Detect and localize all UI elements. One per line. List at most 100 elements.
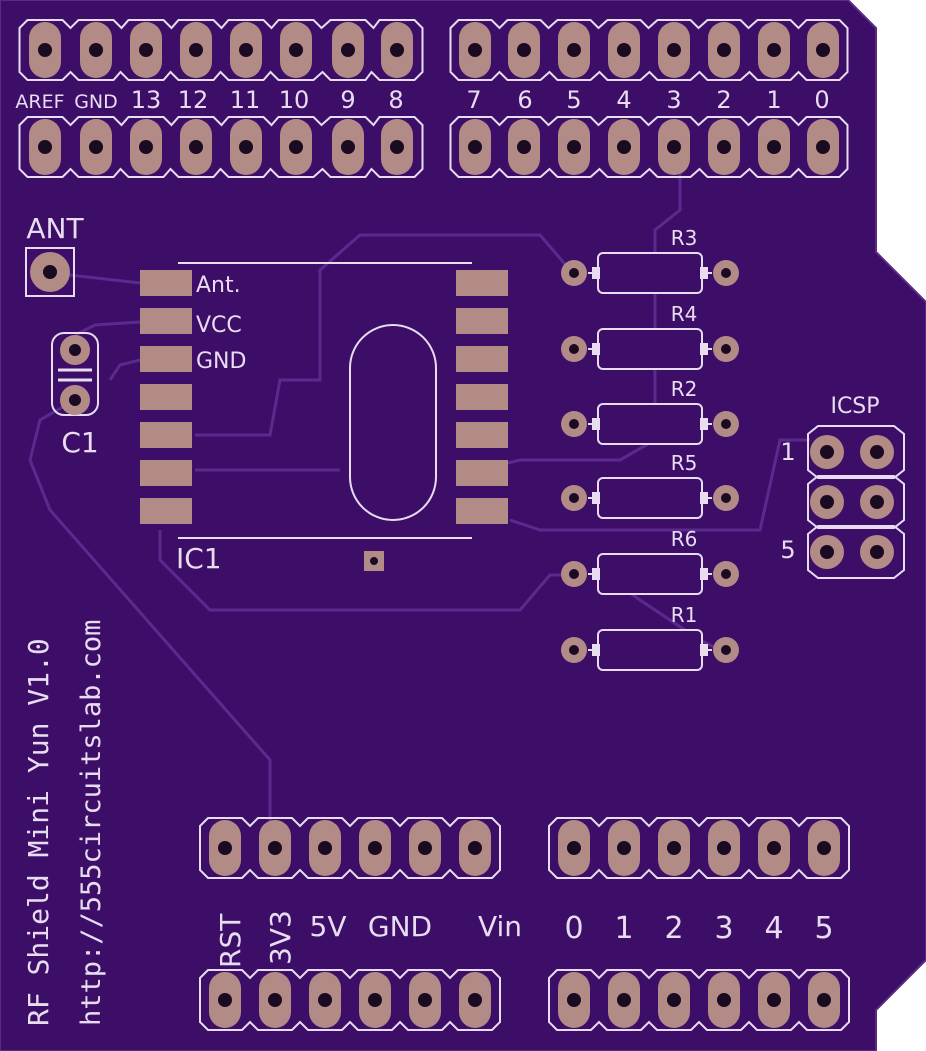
ic-pad-right[interactable]: [456, 498, 508, 524]
header-top-left-outer: [18, 19, 424, 81]
pin-pad[interactable]: [708, 119, 740, 175]
ic-pad-right[interactable]: [456, 384, 508, 410]
ic-pad-left[interactable]: [140, 498, 192, 524]
label-13: 13: [131, 86, 162, 114]
pin-pad[interactable]: [80, 22, 112, 78]
pin-pad[interactable]: [130, 119, 162, 175]
pin-pad[interactable]: [658, 119, 690, 175]
pin-pad[interactable]: [658, 22, 690, 78]
pin-pad[interactable]: [807, 22, 839, 78]
resistor-footprint[interactable]: R2: [561, 377, 739, 445]
ic-pad-right[interactable]: [456, 460, 508, 486]
pin-pad[interactable]: [810, 535, 844, 569]
pin-pad[interactable]: [259, 820, 291, 876]
pin-pad[interactable]: [381, 119, 413, 175]
pin-pad[interactable]: [29, 119, 61, 175]
pin-pad[interactable]: [860, 435, 894, 469]
pin-pad[interactable]: [658, 972, 690, 1028]
pin-pad[interactable]: [381, 22, 413, 78]
label-a0: 0: [564, 911, 583, 946]
pin-pad[interactable]: [860, 485, 894, 519]
pin-pad[interactable]: [409, 972, 441, 1028]
board-url: http://555circuitslab.com: [76, 620, 107, 1026]
pin-pad[interactable]: [180, 119, 212, 175]
pin-pad[interactable]: [658, 820, 690, 876]
pin-pad[interactable]: [209, 972, 241, 1028]
ic-pad-right[interactable]: [456, 422, 508, 448]
pin-pad[interactable]: [80, 119, 112, 175]
pin-pad[interactable]: [309, 972, 341, 1028]
label-9: 9: [340, 86, 355, 114]
pin-pad[interactable]: [758, 119, 790, 175]
pin-pad[interactable]: [758, 22, 790, 78]
pin-pad[interactable]: [758, 972, 790, 1028]
pin-pad[interactable]: [708, 972, 740, 1028]
pin-pad[interactable]: [180, 22, 212, 78]
ic-pad-left[interactable]: [140, 460, 192, 486]
pin-pad[interactable]: [808, 820, 840, 876]
pin-pad[interactable]: [758, 820, 790, 876]
ic-pad-left[interactable]: [140, 422, 192, 448]
label-7: 7: [466, 86, 481, 114]
ic-pad-right[interactable]: [456, 270, 508, 296]
pin-pad[interactable]: [608, 22, 640, 78]
header-bottom-analog-outer: [548, 969, 850, 1031]
resistor-footprint[interactable]: R4: [561, 302, 739, 370]
pin-pad[interactable]: [409, 820, 441, 876]
pin-pad[interactable]: [810, 435, 844, 469]
pin-pad[interactable]: [459, 820, 491, 876]
pin-pad[interactable]: [29, 22, 61, 78]
pin-pad[interactable]: [332, 22, 364, 78]
top-right-labels: 7 6 5 4 3 2 1 0: [466, 86, 829, 114]
label-5: 5: [566, 86, 581, 114]
pin-pad[interactable]: [359, 972, 391, 1028]
header-bottom-power-inner: [199, 817, 501, 879]
resistor-label: R1: [671, 603, 698, 627]
ic-pad-left[interactable]: [140, 308, 192, 334]
label-10: 10: [279, 86, 310, 114]
pin-pad[interactable]: [558, 22, 590, 78]
pin-pad[interactable]: [708, 820, 740, 876]
c1-label: C1: [61, 426, 98, 459]
capacitor-c1[interactable]: [51, 332, 99, 416]
icsp-pin1-label: 1: [780, 438, 795, 466]
resistor-footprint[interactable]: R5: [561, 451, 739, 519]
resistor-footprint[interactable]: R1: [561, 603, 739, 671]
ic-pad-left[interactable]: [140, 384, 192, 410]
pin-pad[interactable]: [608, 972, 640, 1028]
pin-pad[interactable]: [608, 119, 640, 175]
pin-pad[interactable]: [508, 119, 540, 175]
pin-pad[interactable]: [230, 22, 262, 78]
resistor-footprint[interactable]: R6: [561, 527, 739, 595]
pin-pad[interactable]: [359, 820, 391, 876]
pin-pad[interactable]: [708, 22, 740, 78]
pin-pad[interactable]: [807, 119, 839, 175]
pin-pad[interactable]: [259, 972, 291, 1028]
pin-pad[interactable]: [209, 820, 241, 876]
pin-pad[interactable]: [459, 22, 491, 78]
pin-pad[interactable]: [508, 22, 540, 78]
pin-pad[interactable]: [860, 535, 894, 569]
pin-pad[interactable]: [130, 22, 162, 78]
pin-pad[interactable]: [558, 820, 590, 876]
pin-pad[interactable]: [558, 119, 590, 175]
pin-pad[interactable]: [332, 119, 364, 175]
pin-pad[interactable]: [459, 972, 491, 1028]
ic-pad-right[interactable]: [456, 308, 508, 334]
ic-pad-right[interactable]: [456, 346, 508, 372]
resistor-footprint[interactable]: R3: [561, 226, 739, 294]
pin-pad[interactable]: [558, 972, 590, 1028]
pin-pad[interactable]: [309, 820, 341, 876]
pin-pad[interactable]: [230, 119, 262, 175]
board-title: RF Shield Mini Yun V1.0: [22, 638, 55, 1026]
pin-pad[interactable]: [459, 119, 491, 175]
ic-pad-left[interactable]: [140, 270, 192, 296]
ic1-footprint[interactable]: [140, 262, 508, 571]
antenna-pad[interactable]: [25, 247, 75, 297]
pin-pad[interactable]: [808, 972, 840, 1028]
pin-pad[interactable]: [810, 485, 844, 519]
ic-pad-left[interactable]: [140, 346, 192, 372]
pin-pad[interactable]: [280, 119, 312, 175]
pin-pad[interactable]: [280, 22, 312, 78]
pin-pad[interactable]: [608, 820, 640, 876]
